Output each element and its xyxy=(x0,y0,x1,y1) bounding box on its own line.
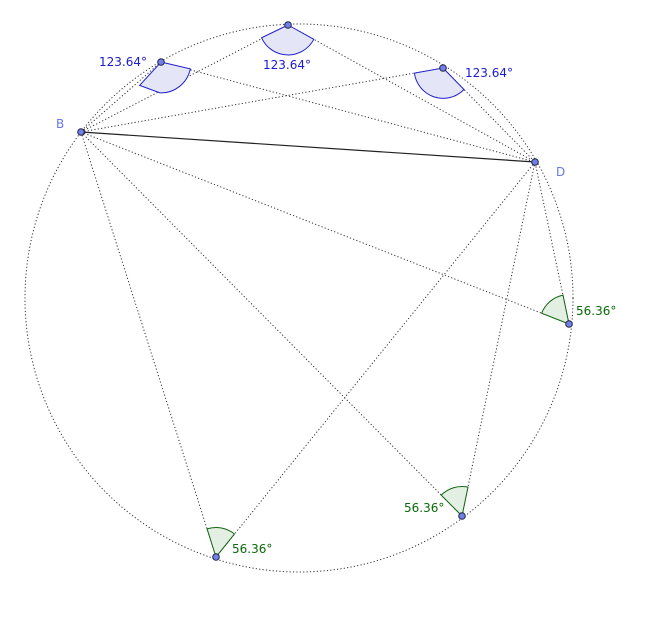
segment-B-Q2[interactable] xyxy=(80,131,463,517)
point-Q2[interactable] xyxy=(458,512,466,520)
angle-label-Q2: 56.36° xyxy=(404,501,444,515)
angle-sector-P2[interactable] xyxy=(260,24,315,56)
point-Q1[interactable] xyxy=(565,320,573,328)
lower-angle-sectors xyxy=(206,294,570,559)
angle-label-P2: 123.64° xyxy=(263,58,311,72)
lower-dotted-segments xyxy=(80,131,570,558)
angle-label-Q3: 56.36° xyxy=(232,542,272,556)
angle-sector-Q3[interactable] xyxy=(206,527,236,559)
segment-Q2-D[interactable] xyxy=(461,161,536,517)
angle-sector-P1[interactable] xyxy=(138,61,191,94)
point-P2[interactable] xyxy=(284,21,292,29)
angle-label-P1: 123.64° xyxy=(99,55,147,69)
angle-sector-P3[interactable] xyxy=(413,67,465,99)
point-B[interactable] xyxy=(77,128,85,136)
points xyxy=(77,21,573,561)
point-P1[interactable] xyxy=(157,58,165,66)
point-Q3[interactable] xyxy=(212,553,220,561)
segment-B-P3[interactable] xyxy=(80,67,444,133)
segment-Q3-D[interactable] xyxy=(215,161,536,558)
chord-BD[interactable] xyxy=(80,131,536,163)
segment-P3-D[interactable] xyxy=(442,67,536,163)
circle[interactable] xyxy=(24,23,574,573)
segment-B-Q1[interactable] xyxy=(80,131,570,325)
segment-P2-D[interactable] xyxy=(287,24,536,163)
angle-sector-Q2[interactable] xyxy=(440,486,469,518)
point-D[interactable] xyxy=(531,158,539,166)
point-P3[interactable] xyxy=(439,64,447,72)
label-D: D xyxy=(556,165,565,179)
segment-B-P1[interactable] xyxy=(80,61,162,133)
angle-label-P3: 123.64° xyxy=(465,66,513,80)
angle-sector-Q1[interactable] xyxy=(540,294,570,325)
segment-B-Q3[interactable] xyxy=(80,131,217,558)
upper-angle-sectors xyxy=(138,24,465,99)
angle-label-Q1: 56.36° xyxy=(576,304,616,318)
label-B: B xyxy=(56,117,64,131)
